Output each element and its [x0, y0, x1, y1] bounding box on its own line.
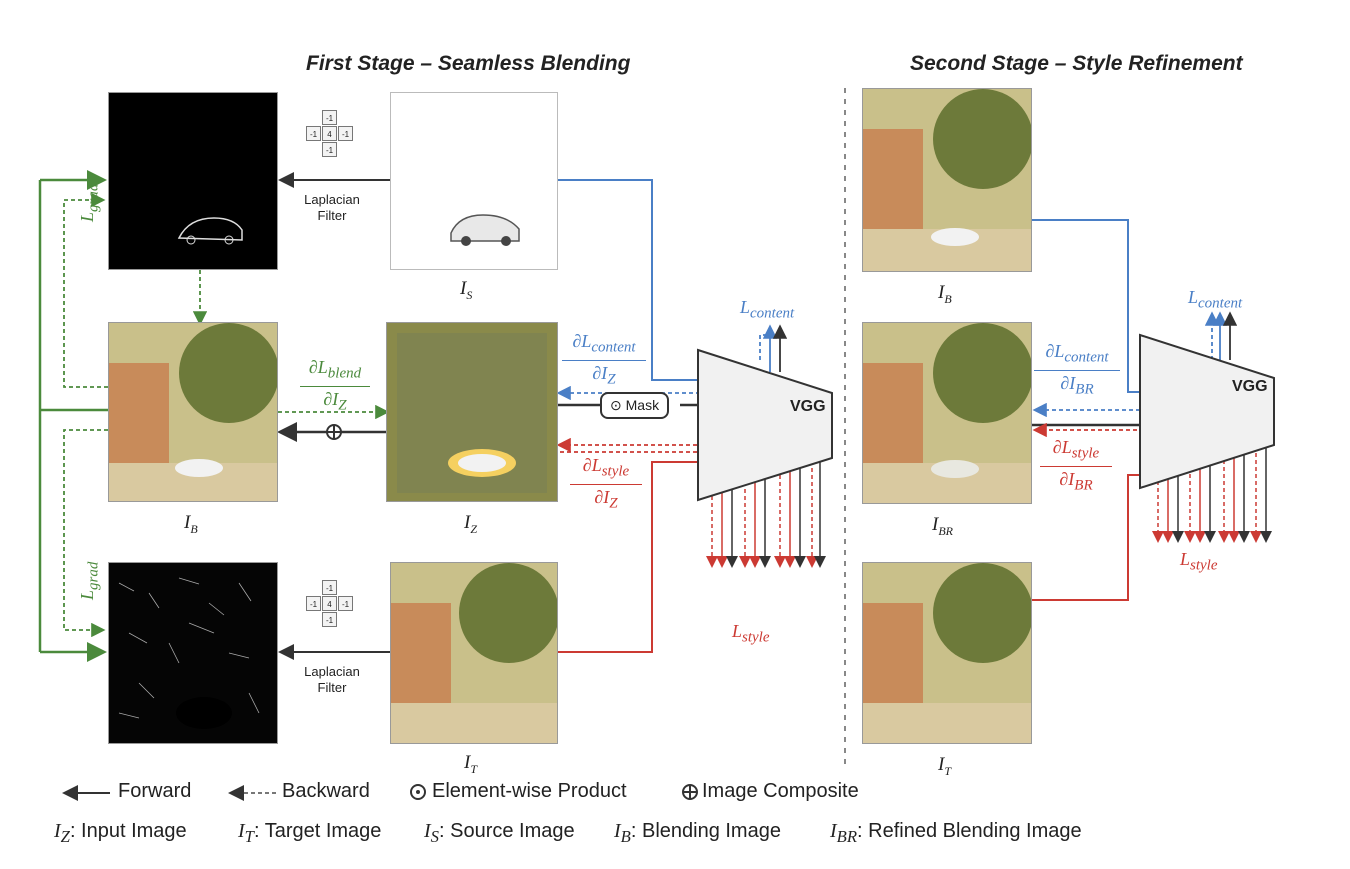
legend-forward: Forward	[118, 780, 192, 802]
legend-is: IS: Source Image	[424, 820, 575, 846]
element-wise-product-icon: ⊙	[610, 397, 622, 413]
blending-image	[108, 322, 278, 502]
source-image	[390, 92, 558, 270]
caption-ibr: IBR	[932, 514, 953, 538]
legend-composite: Image Composite	[702, 780, 859, 802]
stage1-title: First Stage – Seamless Blending	[306, 52, 631, 75]
input-image	[386, 322, 558, 502]
legend-ib: IB: Blending Image	[614, 820, 781, 846]
legend-it: IT: Target Image	[238, 820, 382, 846]
legend-product: Element-wise Product	[432, 780, 627, 802]
laplacian-kernel-bottom: -1 -1 4 -1 -1	[306, 580, 354, 628]
lstyle-label-stage2: Lstyle	[1180, 549, 1218, 574]
target-gradient-image	[108, 562, 278, 744]
caption-it2: IT	[938, 754, 952, 778]
lgrad-label-bottom: Lgrad	[77, 561, 102, 600]
dlstyle-fraction-stage1: ∂Lstyle∂IZ	[570, 454, 642, 514]
vgg-label-stage1: VGG	[790, 398, 826, 415]
legend-ibr: IBR: Refined Blending Image	[830, 820, 1082, 846]
target-image-stage2	[862, 562, 1032, 744]
lcontent-label-stage2: Lcontent	[1188, 287, 1243, 312]
vgg-network-stage1	[697, 348, 833, 502]
dlcontent-fraction-stage2: ∂Lcontent∂IBR	[1034, 340, 1120, 400]
stage2-title: Second Stage – Style Refinement	[910, 52, 1243, 75]
dlblend-fraction: ∂Lblend∂IZ	[300, 356, 370, 416]
legend-iz: IZ: Input Image	[54, 820, 187, 846]
caption-ib: IB	[184, 512, 198, 536]
dlstyle-fraction-stage2: ∂Lstyle∂IBR	[1040, 436, 1112, 496]
target-image	[390, 562, 558, 744]
laplacian-kernel-top: -1 -1 4 -1 -1	[306, 110, 354, 158]
blending-image-stage2	[862, 88, 1032, 272]
caption-is: IS	[460, 278, 473, 302]
caption-it: IT	[464, 752, 478, 776]
vgg-label-stage2: VGG	[1232, 378, 1268, 395]
legend-backward: Backward	[282, 780, 370, 802]
lstyle-label-stage1: Lstyle	[732, 621, 770, 646]
lgrad-label-top: Lgrad	[77, 183, 102, 222]
lcontent-label-stage1: Lcontent	[740, 297, 795, 322]
caption-iz: IZ	[464, 512, 478, 536]
caption-ib2: IB	[938, 282, 952, 306]
vgg-network-stage2	[1139, 333, 1275, 490]
refined-blending-image	[862, 322, 1032, 504]
mask-box: ⊙ Mask	[600, 392, 670, 419]
source-gradient-image	[108, 92, 278, 270]
dlcontent-fraction-stage1: ∂Lcontent∂IZ	[562, 330, 646, 390]
